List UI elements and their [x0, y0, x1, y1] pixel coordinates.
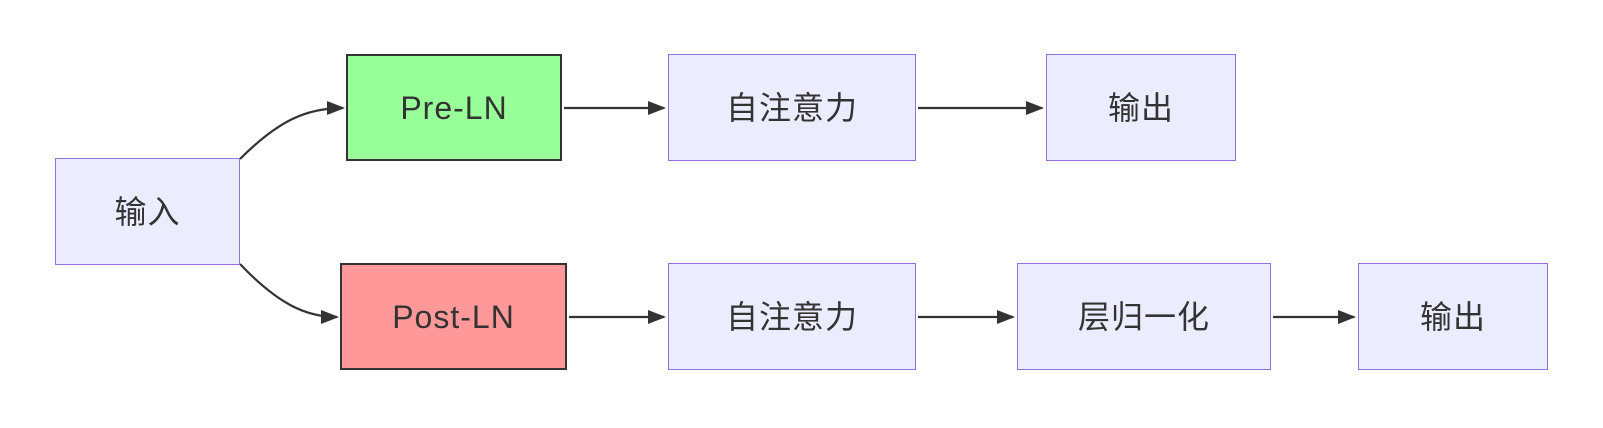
node-pre-ln: Pre-LN: [346, 54, 562, 161]
node-label: 输出: [1419, 298, 1486, 335]
node-output-top: 输出: [1046, 54, 1236, 161]
node-label: 层归一化: [1077, 298, 1210, 335]
node-output-bottom: 输出: [1358, 263, 1548, 370]
node-layer-norm: 层归一化: [1017, 263, 1271, 370]
node-label: 输入: [114, 193, 181, 230]
edge-input-to-post-ln: [239, 263, 339, 324]
node-label: Post-LN: [392, 298, 515, 335]
node-label: 自注意力: [725, 89, 858, 126]
node-label: Pre-LN: [400, 89, 508, 126]
node-self-attention-bottom: 自注意力: [668, 263, 916, 370]
node-post-ln: Post-LN: [340, 263, 567, 370]
node-label: 输出: [1107, 89, 1174, 126]
node-input: 输入: [55, 158, 240, 265]
node-label: 自注意力: [725, 298, 858, 335]
node-self-attention-top: 自注意力: [668, 54, 916, 161]
edge-input-to-pre-ln: [239, 101, 345, 160]
